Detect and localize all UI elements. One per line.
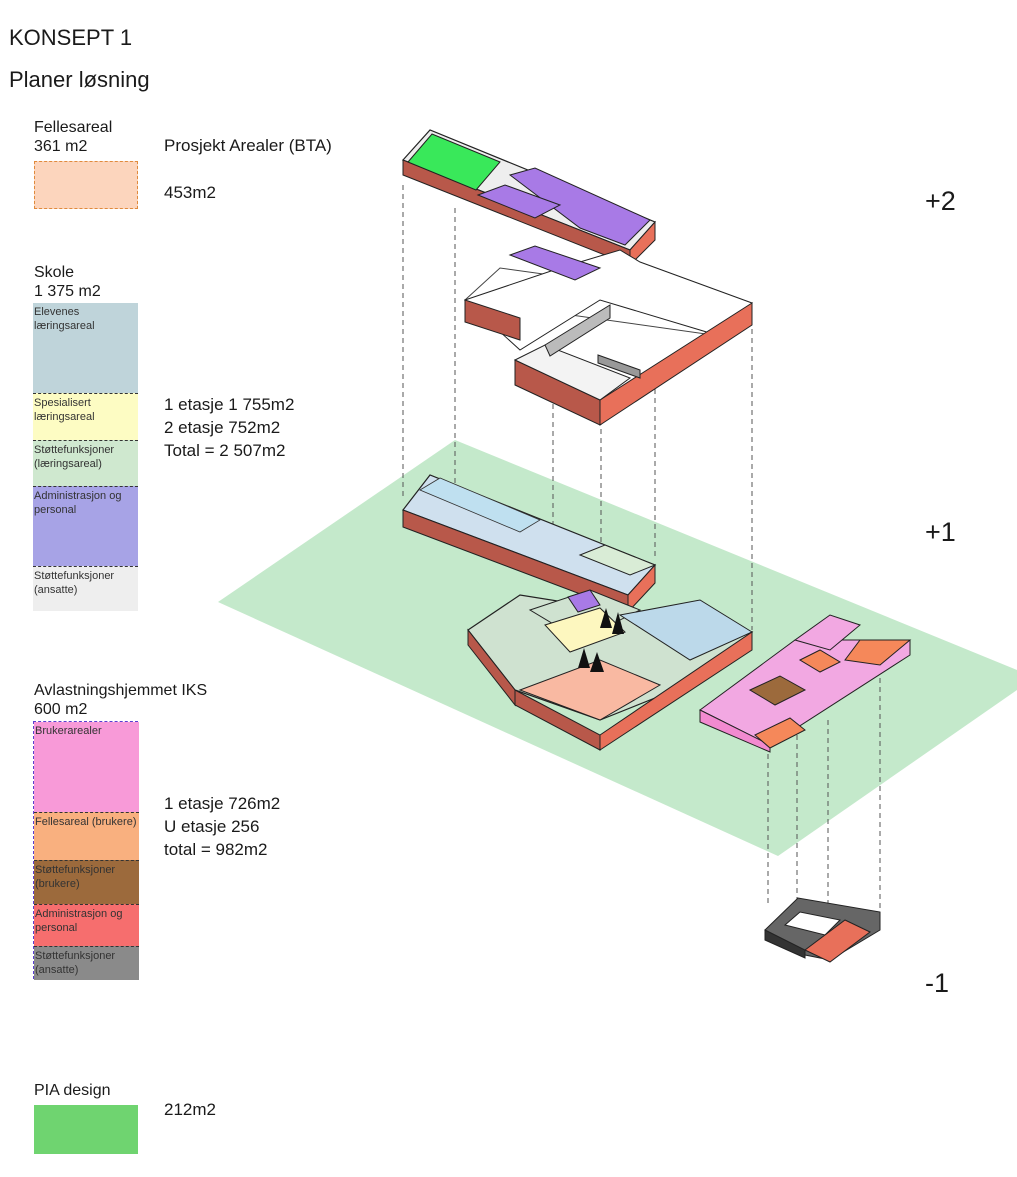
avlastning-building [699, 614, 912, 753]
skole-band-stottefunksjoner-ansatte: Støttefunksjoner (ansatte) [33, 566, 138, 611]
level-plus-1: +1 [925, 517, 956, 547]
fellesareal-title: Fellesareal 361 m2 [34, 118, 112, 156]
pia-area: 212m2 [164, 1100, 216, 1119]
skole-area: 1 375 m2 [34, 283, 101, 300]
avlastning-band-brukerarealer: Brukerarealer [34, 722, 139, 812]
level-2-building [401, 129, 754, 426]
level-minus-1: -1 [925, 968, 950, 998]
skole-note-3: Total = 2 507m2 [164, 441, 286, 460]
skole-legend: Elevenes læringsareal Spesialisert lærin… [33, 303, 138, 611]
fellesareal-swatch [34, 161, 138, 209]
avlastning-area: 600 m2 [34, 701, 88, 718]
level-plus-2: +2 [925, 186, 956, 216]
avlastning-band-administrasjon: Administrasjon og personal [34, 904, 139, 946]
pia-label: PIA design [34, 1082, 111, 1099]
avlastning-label: Avlastningshjemmet IKS [34, 682, 208, 699]
avlastning-notes: 1 etasje 726m2 U etasje 256 total = 982m… [164, 792, 280, 861]
project-areas-label: Prosjekt Arealer (BTA) [164, 136, 332, 155]
page-title: KONSEPT 1 [9, 25, 133, 50]
skole-note-2: 2 etasje 752m2 [164, 418, 281, 437]
skole-band-elevenes: Elevenes læringsareal [33, 303, 138, 393]
avlastning-band-stottefunksjoner-brukere: Støttefunksjoner (brukere) [34, 860, 139, 904]
avlastning-band-fellesareal: Fellesareal (brukere) [34, 812, 139, 860]
avlastning-note-2: U etasje 256 [164, 817, 260, 836]
skole-band-administrasjon: Administrasjon og personal [33, 486, 138, 566]
skole-label: Skole [34, 264, 75, 281]
fellesareal-label: Fellesareal [34, 119, 113, 136]
page-subtitle: Planer løsning [9, 67, 150, 92]
avlastning-title: Avlastningshjemmet IKS 600 m2 [34, 681, 207, 719]
avlastning-note-3: total = 982m2 [164, 840, 268, 859]
level-minus-1-building [764, 897, 881, 963]
skole-band-spesialisert: Spesialisert læringsareal [33, 393, 138, 440]
avlastning-band-stottefunksjoner-ansatte: Støttefunksjoner (ansatte) [34, 946, 139, 980]
project-areas-value: 453m2 [164, 183, 216, 202]
avlastning-legend: Brukerarealer Fellesareal (brukere) Støt… [33, 721, 139, 980]
level-1-building [402, 474, 754, 751]
skole-notes: 1 etasje 1 755m2 2 etasje 752m2 Total = … [164, 393, 294, 462]
fellesareal-area: 361 m2 [34, 138, 88, 155]
skole-band-stottefunksjoner-laering: Støttefunksjoner (læringsareal) [33, 440, 138, 486]
avlastning-note-1: 1 etasje 726m2 [164, 794, 281, 813]
skole-note-1: 1 etasje 1 755m2 [164, 395, 295, 414]
skole-title: Skole 1 375 m2 [34, 263, 101, 301]
pia-swatch [34, 1105, 138, 1154]
